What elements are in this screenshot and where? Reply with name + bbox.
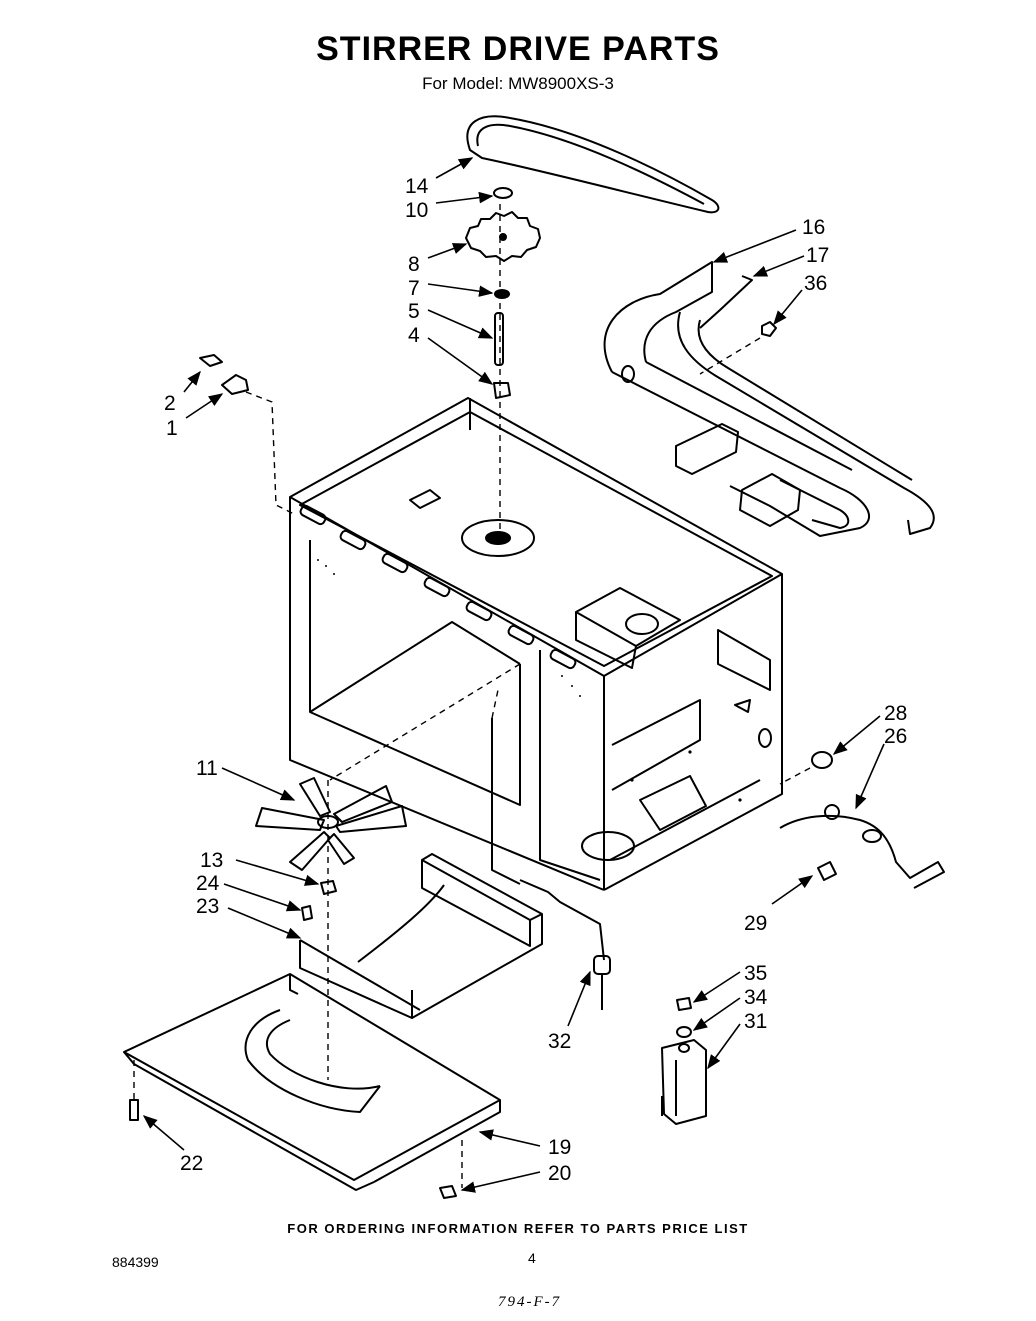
oven-cavity-frame (289, 397, 783, 891)
stirrer-cover-part (299, 853, 543, 1019)
leader-31 (707, 1023, 741, 1070)
probe-lead-part (491, 718, 611, 1010)
leader-26 (855, 743, 885, 810)
leader-36 (773, 289, 803, 326)
callout-32: 32 (548, 1030, 571, 1053)
leader-29 (771, 875, 814, 905)
callout-24: 24 (196, 872, 220, 895)
leader-23 (227, 907, 302, 939)
leader-13 (235, 859, 320, 886)
callout-4: 4 (408, 324, 420, 347)
callout-23: 23 (196, 895, 219, 918)
callout-35: 35 (744, 962, 767, 985)
stirrer-pulley-part (465, 211, 541, 262)
leader-10 (435, 191, 494, 204)
callout-20: 20 (548, 1162, 571, 1185)
callout-36: 36 (804, 272, 827, 295)
callout-1: 1 (166, 417, 178, 440)
leader-32 (567, 970, 591, 1027)
handwritten-code: 794-F-7 (498, 1294, 562, 1310)
leader-19 (478, 1129, 541, 1147)
leader-7 (427, 283, 494, 297)
callout-34: 34 (744, 986, 768, 1009)
leader-35 (692, 971, 741, 1003)
screw-part-24 (301, 905, 313, 921)
callout-31: 31 (744, 1010, 767, 1033)
leader-34 (692, 997, 741, 1031)
drive-belt-part (466, 115, 720, 214)
callout-28: 28 (884, 702, 907, 725)
callout-16: 16 (802, 216, 825, 239)
callout-14: 14 (405, 175, 429, 198)
screw-part-20 (439, 1185, 457, 1199)
leader-28 (832, 715, 881, 755)
leader-14 (435, 157, 474, 179)
callout-22: 22 (180, 1152, 203, 1175)
callout-8: 8 (408, 253, 420, 276)
callout-10: 10 (405, 199, 428, 222)
leader-11 (221, 767, 296, 801)
leader-17 (752, 255, 805, 277)
blade-nut-part (320, 880, 337, 895)
leader-22 (142, 1115, 185, 1151)
stirrer-shaft-part (494, 312, 504, 366)
bearing-nut-part (493, 382, 511, 399)
leader-5 (427, 309, 494, 339)
leader-24 (223, 883, 302, 912)
callout-5: 5 (408, 300, 420, 323)
screw-and-clip-part (199, 354, 249, 395)
callout-17: 17 (806, 244, 829, 267)
washer-part (494, 289, 510, 299)
leader-20 (460, 1171, 541, 1193)
screw-part-22 (129, 1099, 139, 1121)
leader-8 (427, 243, 468, 259)
bottom-cover-plate-part (123, 973, 501, 1191)
callout-13: 13 (200, 849, 223, 872)
power-cord-part (779, 751, 945, 889)
page-number: 4 (528, 1250, 536, 1266)
page-title: STIRRER DRIVE PARTS (316, 30, 720, 68)
model-subtitle: For Model: MW8900XS-3 (422, 74, 614, 93)
callout-26: 26 (884, 725, 907, 748)
retaining-ring-part (493, 187, 513, 199)
callout-29: 29 (744, 912, 767, 935)
callout-11: 11 (196, 757, 218, 780)
part-callouts: 14 10 8 7 5 4 2 1 16 17 36 11 28 26 13 2… (164, 175, 907, 1185)
leader-16 (712, 229, 797, 263)
document-number: 884399 (112, 1254, 159, 1270)
leader-4 (427, 337, 494, 385)
callout-19: 19 (548, 1136, 571, 1159)
leader-2 (183, 370, 201, 393)
mounting-bracket-part (661, 997, 707, 1125)
ordering-info-note: FOR ORDERING INFORMATION REFER TO PARTS … (287, 1221, 749, 1236)
callout-7: 7 (408, 277, 420, 300)
callout-2: 2 (164, 392, 176, 415)
cord-clip-part (817, 861, 837, 881)
leader-1 (185, 393, 224, 419)
waveguide-and-gasket-part (603, 261, 935, 537)
stirrer-blade-part (255, 777, 407, 871)
